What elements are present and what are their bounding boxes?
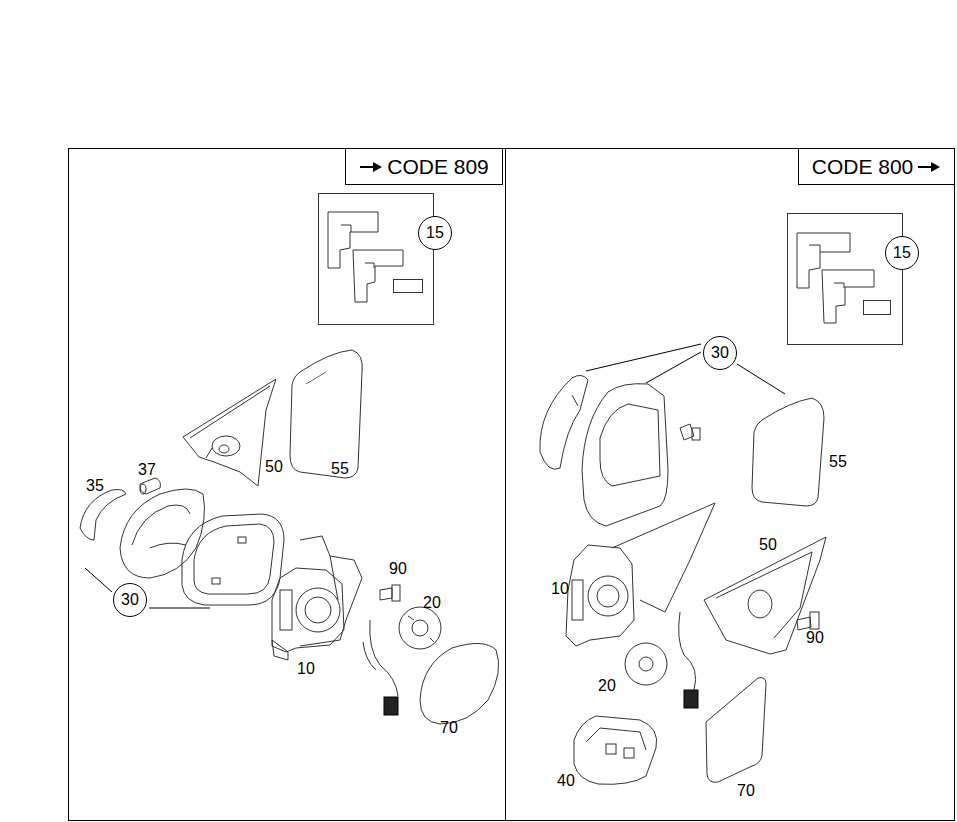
indicator-strip — [540, 375, 588, 469]
part-number: 10 — [551, 581, 569, 597]
adjuster-motor — [272, 568, 344, 660]
callout-number: 15 — [893, 244, 911, 262]
wire — [679, 612, 696, 690]
motor-disk — [625, 643, 667, 685]
mirror-glass — [420, 643, 499, 724]
mirror-base — [704, 537, 826, 654]
adjuster-motor — [566, 545, 634, 646]
code-header-box: CODE 809 — [345, 148, 503, 185]
motor-disk — [399, 607, 441, 649]
mirror-glass — [706, 678, 766, 783]
wire — [363, 642, 376, 670]
mirror-bracket — [300, 536, 362, 646]
mirror-base — [183, 379, 276, 486]
inset-kit — [788, 214, 903, 345]
callout-circle: 15 — [885, 236, 919, 270]
part-number: 70 — [440, 720, 458, 736]
arrow-symbol — [917, 161, 941, 173]
part-number: 35 — [86, 478, 104, 494]
screw — [797, 612, 819, 630]
part-number: 20 — [598, 678, 616, 694]
indicator-strip — [80, 490, 126, 541]
divider — [505, 148, 506, 821]
part-number: 55 — [331, 461, 349, 477]
wire — [370, 620, 398, 696]
code-label: CODE 809 — [387, 155, 489, 179]
part-number: 90 — [806, 630, 824, 646]
mirror-housing — [582, 384, 668, 526]
connector-plug — [684, 690, 698, 708]
part-number: 20 — [423, 595, 441, 611]
part-number: 90 — [389, 561, 407, 577]
part-number: 50 — [265, 459, 283, 475]
mirror-glass — [752, 398, 824, 506]
mirror-glass — [290, 350, 362, 478]
part-number: 55 — [829, 454, 847, 470]
part-number: 70 — [737, 783, 755, 799]
bulb — [140, 478, 161, 494]
arrow-symbol — [359, 161, 383, 173]
part-number: 10 — [297, 661, 315, 677]
part-number: 50 — [759, 537, 777, 553]
leader-line — [586, 344, 785, 394]
callout-number: 30 — [711, 344, 729, 362]
frame — [69, 149, 955, 821]
connector-plug — [384, 697, 398, 715]
inset-kit — [319, 194, 434, 325]
callout-number: 15 — [426, 224, 444, 242]
code-label: CODE 800 — [812, 155, 914, 179]
mirror-housing — [182, 514, 284, 605]
callout-circle: 30 — [703, 336, 737, 370]
callout-circle: 30 — [113, 583, 147, 617]
glass-shine — [306, 372, 326, 384]
screw — [380, 585, 400, 601]
leader-line — [85, 568, 210, 608]
callout-number: 30 — [121, 591, 139, 609]
screw — [680, 424, 700, 440]
part-number: 40 — [557, 773, 575, 789]
code-header-box: CODE 800 — [798, 148, 955, 185]
part-number: 37 — [138, 462, 156, 478]
callout-circle: 15 — [418, 216, 452, 250]
lower-cover — [574, 716, 657, 784]
